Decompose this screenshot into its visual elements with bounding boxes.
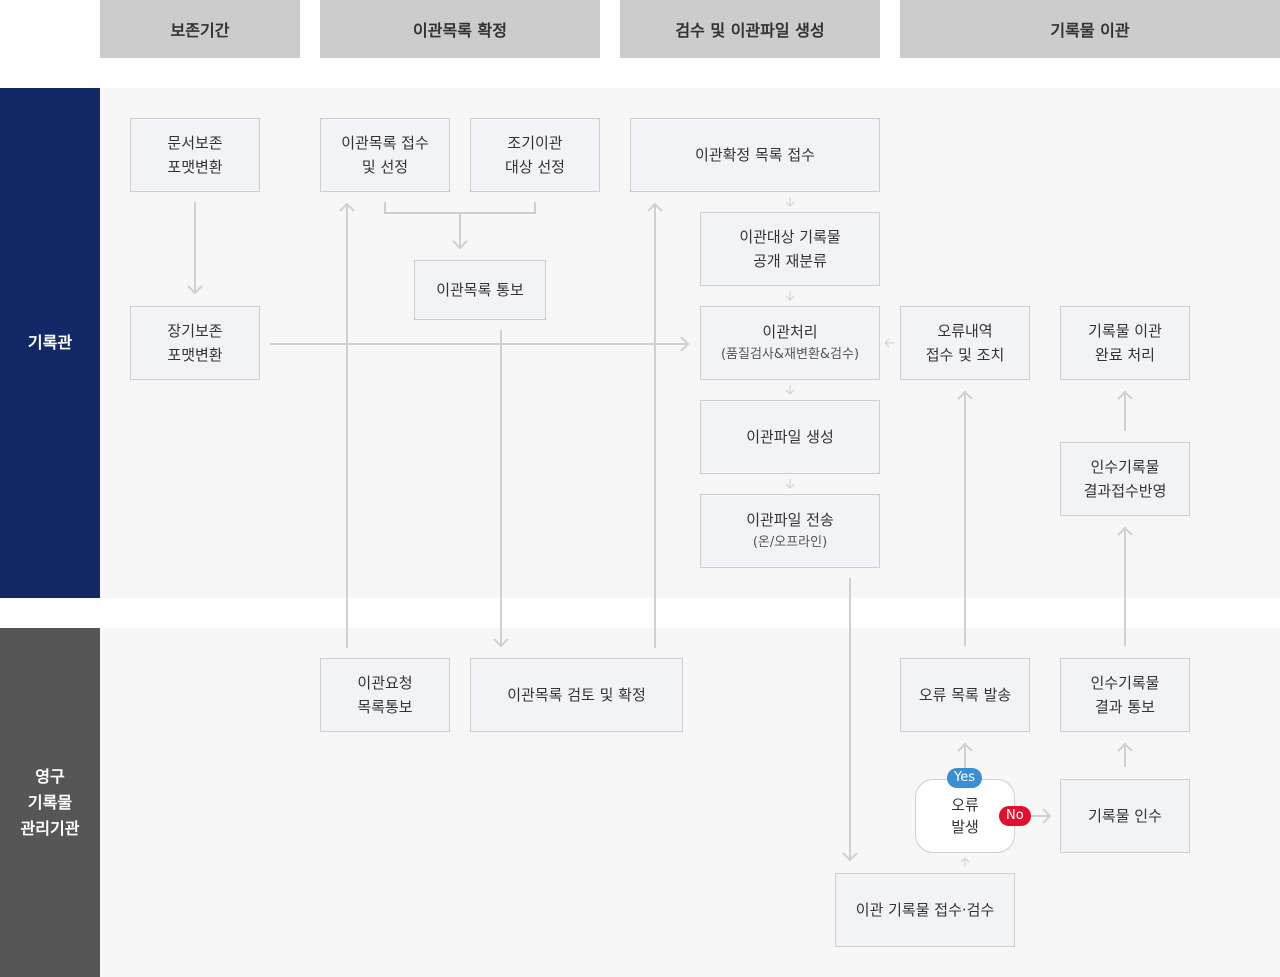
- phase-header-retention: 보존기간: [100, 0, 300, 58]
- phase-header-list-confirm: 이관목록 확정: [320, 0, 600, 58]
- node-request-list-notify: 이관요청 목록통보: [320, 658, 450, 732]
- node-file-send: 이관파일 전송 (온/오프라인): [700, 494, 880, 568]
- node-early-transfer-select: 조기이관 대상 선정: [470, 118, 600, 192]
- node-result-notify: 인수기록물 결과 통보: [1060, 658, 1190, 732]
- node-error-handle: 오류내역 접수 및 조치: [900, 306, 1030, 380]
- node-long-term-format-convert: 장기보존 포맷변환: [130, 306, 260, 380]
- node-list-review-confirm: 이관목록 검토 및 확정: [470, 658, 683, 732]
- yes-badge: Yes: [947, 768, 982, 788]
- node-transfer-complete: 기록물 이관 완료 처리: [1060, 306, 1190, 380]
- node-error-list-send: 오류 목록 발송: [900, 658, 1030, 732]
- node-subtitle: (온/오프라인): [752, 535, 828, 550]
- node-title: 이관처리: [762, 323, 818, 341]
- no-badge: No: [999, 806, 1031, 826]
- node-title: 이관파일 전송: [746, 511, 834, 529]
- node-doc-format-convert: 문서보존 포맷변환: [130, 118, 260, 192]
- lane-label-archive: 기록관: [0, 88, 100, 598]
- node-file-create: 이관파일 생성: [700, 400, 880, 474]
- decision-error-occurred: 오류 발생: [915, 779, 1015, 853]
- phase-header-inspect-create: 검수 및 이관파일 생성: [620, 0, 880, 58]
- node-transfer-process: 이관처리 (품질검사&재변환&검수): [700, 306, 880, 380]
- node-acquire: 기록물 인수: [1060, 779, 1190, 853]
- node-list-notify: 이관목록 통보: [414, 260, 546, 320]
- node-receive-inspect: 이관 기록물 접수·검수: [835, 873, 1015, 947]
- node-reclassify: 이관대상 기록물 공개 재분류: [700, 212, 880, 286]
- node-result-reflect: 인수기록물 결과접수반영: [1060, 442, 1190, 516]
- phase-header-transfer: 기록물 이관: [900, 0, 1280, 58]
- node-subtitle: (품질검사&재변환&검수): [720, 347, 860, 362]
- node-confirmed-list-receive: 이관확정 목록 접수: [630, 118, 880, 192]
- lane-label-permanent-agency: 영구 기록물 관리기관: [0, 628, 100, 977]
- node-list-receive-select: 이관목록 접수 및 선정: [320, 118, 450, 192]
